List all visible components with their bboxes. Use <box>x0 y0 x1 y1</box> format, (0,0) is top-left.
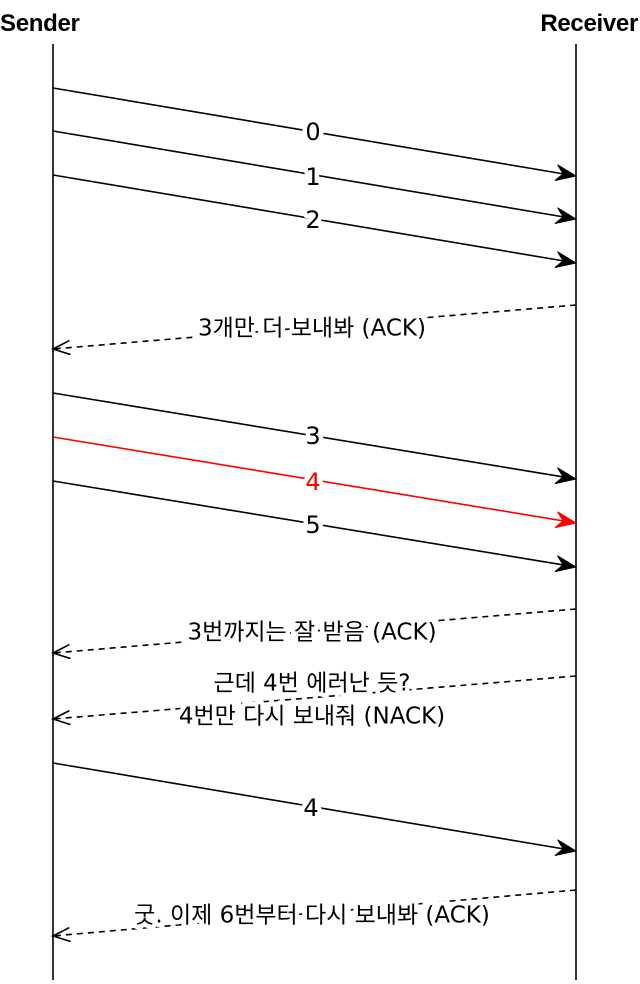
message-label-secondary: 4번만 다시 보내줘 (NACK) <box>179 704 445 730</box>
data-message-2: 2 <box>52 174 578 269</box>
message-label: 근데 4번 에러난 듯? <box>214 671 411 697</box>
data-message-6: 5 <box>52 480 578 573</box>
message-label: 4 <box>305 468 320 496</box>
message-arrow-line <box>52 392 565 478</box>
sender-title: Sender <box>0 10 80 37</box>
message-arrow-line <box>52 480 565 566</box>
data-message-9: 4 <box>52 762 578 857</box>
message-label: 3번까지는 잘 받음 (ACK) <box>187 620 436 646</box>
message-label: 4 <box>303 794 318 822</box>
receiver-title: Receiver <box>540 10 638 37</box>
message-arrow-line <box>52 762 565 850</box>
ack-message-7: 3번까지는 잘 받음 (ACK) <box>50 608 577 660</box>
message-arrow-line <box>52 436 565 522</box>
message-label: 3개만 더 보내봐 (ACK) <box>198 316 426 342</box>
message-label: 0 <box>305 118 320 146</box>
message-label: 굿. 이제 6번부터 다시 보내봐 (ACK) <box>134 903 490 929</box>
message-label: 3 <box>305 422 320 450</box>
message-label: 1 <box>305 163 320 191</box>
ack-message-10: 굿. 이제 6번부터 다시 보내봐 (ACK) <box>50 889 577 943</box>
message-arrow-line <box>52 130 565 218</box>
ack-message-3: 3개만 더 보내봐 (ACK) <box>50 304 577 356</box>
message-arrow-line <box>52 87 565 175</box>
message-label: 5 <box>305 511 320 539</box>
message-arrow-line <box>52 174 565 262</box>
nack-message-8: 근데 4번 에러난 듯? 4번만 다시 보내줘 (NACK) <box>50 666 577 734</box>
message-label: 2 <box>305 206 320 234</box>
data-message-0: 0 <box>52 87 578 182</box>
